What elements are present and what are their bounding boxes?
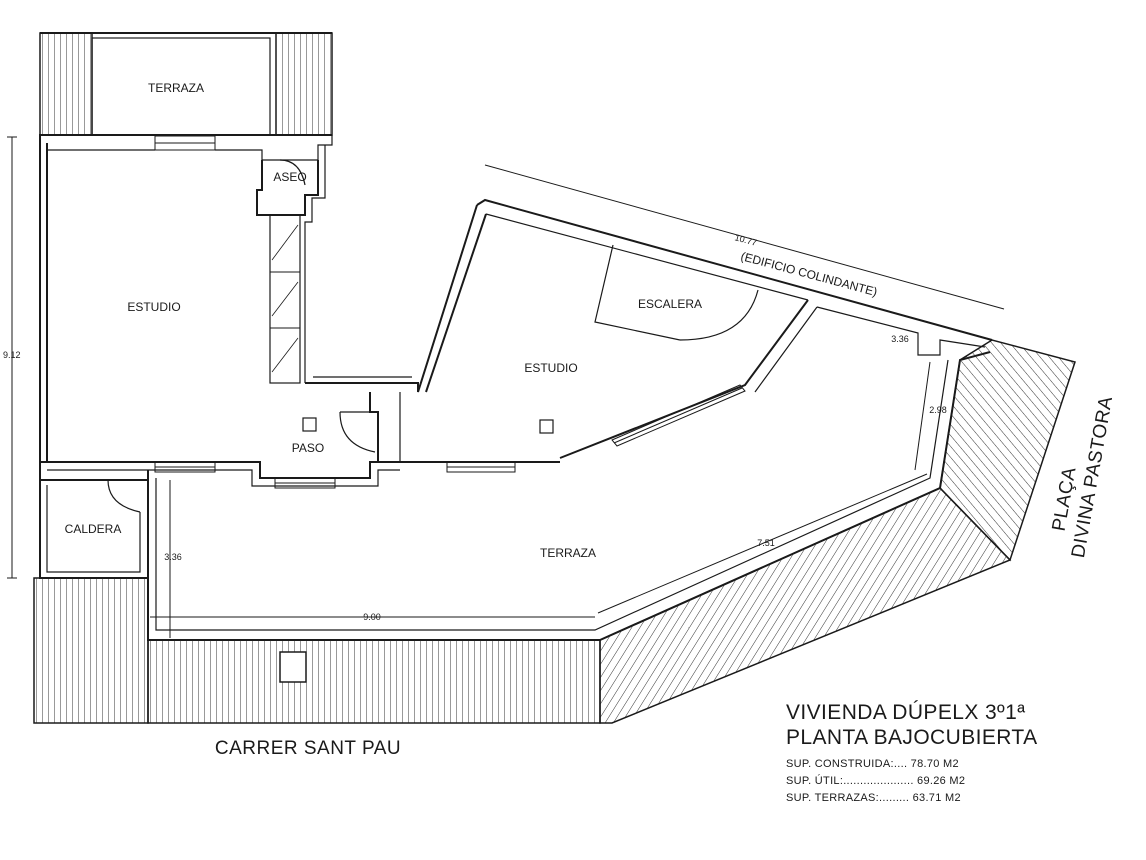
label-terraza-main: TERRAZA xyxy=(540,546,596,560)
title-block: VIVIENDA DÚPELX 3º1ª PLANTA BAJOCUBIERTA… xyxy=(786,700,1038,807)
area-built: SUP. CONSTRUIDA:.... 78.70 M2 xyxy=(786,758,959,770)
title-line-2: PLANTA BAJOCUBIERTA xyxy=(786,726,1038,749)
passage-walls xyxy=(40,392,560,489)
roof-areas xyxy=(33,339,1076,724)
dim-terrace-diag: 7.51 xyxy=(757,538,775,548)
title-line-1: VIVIENDA DÚPELX 3º1ª xyxy=(786,701,1026,724)
dim-east-top: 3.36 xyxy=(891,334,909,344)
label-paso: PASO xyxy=(292,441,324,455)
dimension-lines xyxy=(7,136,1005,638)
area-useful: SUP. ÚTIL:..................... 69.26 M2 xyxy=(786,775,966,787)
dim-east-side: 2.98 xyxy=(929,405,947,415)
dim-total-height: 9.12 xyxy=(3,350,21,360)
area-terraces: SUP. TERRAZAS:......... 63.71 M2 xyxy=(786,792,961,804)
terrace-top-block xyxy=(39,32,333,136)
label-estudio-right: ESTUDIO xyxy=(524,361,577,375)
dim-terrace-depth: 3.36 xyxy=(164,552,182,562)
dim-neighbor-note: (EDIFICIO COLINDANTE) xyxy=(739,249,879,299)
dim-terrace-width: 9.00 xyxy=(363,612,381,622)
right-studio-walls xyxy=(302,198,993,459)
dim-neighbor-wall: 10.77 xyxy=(734,232,758,247)
label-escalera: ESCALERA xyxy=(638,297,702,311)
label-estudio-left: ESTUDIO xyxy=(127,300,180,314)
left-studio-walls xyxy=(39,134,478,470)
label-terraza-top: TERRAZA xyxy=(148,81,204,95)
label-aseo: ASEO xyxy=(273,170,306,184)
street-south: CARRER SANT PAU xyxy=(215,738,401,759)
label-caldera: CALDERA xyxy=(65,522,122,536)
